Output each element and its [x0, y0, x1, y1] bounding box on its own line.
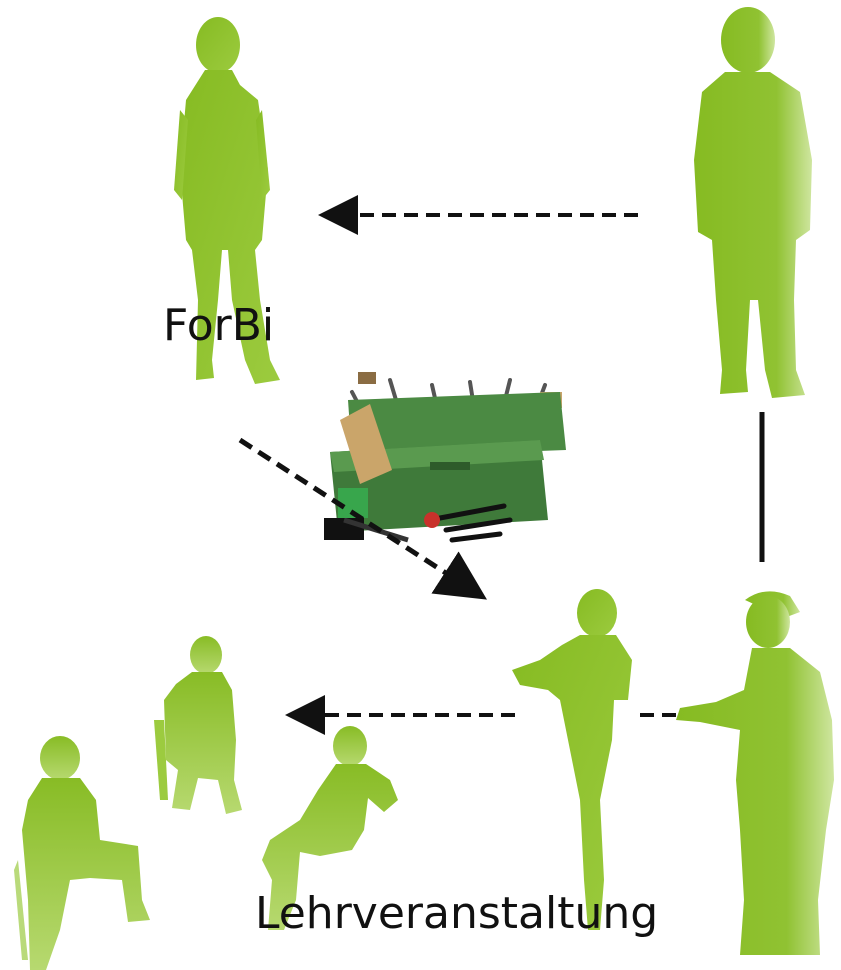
seated-person-1 [14, 736, 150, 970]
seated-person-3 [262, 726, 398, 930]
seated-person-2 [154, 636, 242, 814]
standing-woman-top-left [174, 17, 280, 384]
toolbox-icon [318, 355, 576, 545]
label-forbi: ForBi [163, 300, 275, 351]
label-lehrveranstaltung: Lehrveranstaltung [255, 888, 659, 939]
standing-man-top-right [694, 7, 812, 398]
arrow-forbi-to-presenters [238, 437, 487, 600]
presenter-man [676, 591, 834, 955]
presenter-woman [512, 589, 632, 930]
